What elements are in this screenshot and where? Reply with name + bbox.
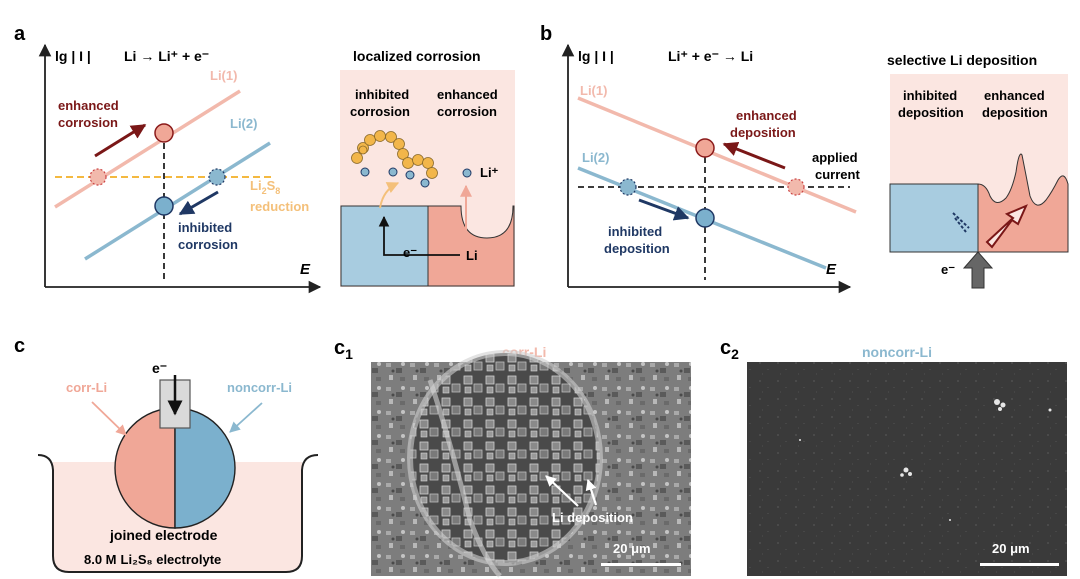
panel-c1-scale-bar [601,563,681,566]
panel-c-electron-label: e⁻ [152,360,167,376]
panel-a: a lg | I | Li → Li⁺ + e⁻ E Li(1) Li(2) e… [14,23,515,294]
panel-b-li1-block [977,153,1069,253]
panel-c1-ridge [427,379,502,578]
panel-b-schematic-title: selective Li deposition [887,52,1037,68]
panel-a-enhanced-label: enhanced corrosion [58,98,122,130]
panel-a-li-plus-label: Li⁺ [480,165,499,180]
panel-b-ylabel: lg | I | [578,48,614,64]
panel-b-reaction: Li⁺ + e⁻ → Li [668,48,753,64]
panel-b-growth-arrow [985,204,1028,249]
panel-a-reduction-label: reduction [250,199,309,214]
panel-a-li2-label: Li(2) [230,116,257,131]
panel-c2: c2 noncorr-Li 20 μm [720,337,1067,576]
panel-c-beaker [37,454,319,573]
panel-b-enhanced-arrow [722,141,786,170]
panel-a-li1-label: Li(1) [210,68,237,83]
panel-c1-arrow-2 [585,478,598,506]
panel-c-noncorr-label: noncorr-Li [227,380,292,395]
panel-a-inhibited-label: inhibited corrosion [178,220,238,252]
panel-b-li2-label: Li(2) [582,150,609,165]
panel-c: c e⁻ corr-Li noncorr-Li joined electrode… [14,335,319,573]
panel-c1: c1 corr-Li Li deposition 20 μm [334,337,691,578]
panel-a-li-ion-2 [388,167,398,177]
panel-c2-scale-label: 20 μm [992,541,1030,556]
panel-a-schematic-title: localized corrosion [353,48,481,64]
panel-c-corr-half [114,407,176,529]
panel-a-left-col-label: inhibited corrosion [350,87,413,119]
panel-b-letter: b [540,23,552,45]
panel-a-li1-line [54,89,241,209]
panel-a-xlabel: E [300,261,311,278]
panel-c-corr-label: corr-Li [66,380,107,395]
panel-b-point-li2-mixed [695,208,715,228]
panel-b: b lg | I | Li⁺ + e⁻ → Li E Li(1) Li(2) e… [540,23,1069,294]
panel-c1-corrosion-pit [410,353,600,563]
panel-a-li-label: Li [466,248,478,263]
panel-b-inhibited-arrow [638,198,690,221]
panel-c2-title: noncorr-Li [862,344,932,360]
panel-c-noncorr-half [174,407,236,529]
panel-a-li-ion-free [462,168,472,178]
panel-c-corr-pointer [91,401,127,436]
panel-a-point-li2-mixed [154,196,174,216]
panel-b-point-li1-mixed [695,138,715,158]
panel-c2-particles [799,399,1052,521]
panel-a-li1-block [427,205,515,287]
panel-c2-scale-bar [980,563,1059,566]
panel-c-electrode-label: joined electrode [109,527,218,543]
panel-b-point-li1-initial [787,178,805,196]
panel-a-right-col-label: enhanced corrosion [437,87,501,119]
panel-b-xlabel: E [826,261,837,278]
panel-a-li2s8-label: Li2S8 [250,178,280,196]
panel-c-letter: c [14,335,25,357]
panel-b-left-col-label: inhibited deposition [898,88,964,120]
panel-a-electron-label: e⁻ [403,245,417,260]
panel-c-noncorr-pointer [229,402,263,433]
panel-a-li-ion-4 [420,178,430,188]
panel-a-reaction: Li → Li⁺ + e⁻ [124,48,209,64]
panel-a-polysulfide-chain [351,130,438,179]
panel-a-enhanced-arrow [94,123,147,158]
panel-a-li-ion-3 [405,170,415,180]
panel-b-li1-label: Li(1) [580,83,607,98]
panel-b-electron-arrow [962,251,994,289]
panel-c1-pit-rim [407,350,603,566]
panel-a-li-ion-1 [360,167,370,177]
panel-b-electron-label: e⁻ [941,262,955,277]
panel-a-point-li2-initial [208,168,226,186]
panel-a-electron-orange-arrow [379,182,400,209]
panel-a-letter: a [14,23,26,45]
panel-c1-annotation: Li deposition [552,510,633,525]
panel-a-point-li1-initial [89,168,107,186]
panel-b-inhibited-label: inhibited deposition [604,224,670,256]
panel-b-li2-block [889,183,979,253]
panel-a-ylabel: lg | I | [55,48,91,64]
panel-b-right-col-label: enhanced deposition [982,88,1048,120]
panel-a-li2-line [84,141,271,261]
panel-c1-scale-label: 20 μm [613,541,651,556]
panel-b-point-li2-initial [619,178,637,196]
panel-c2-letter: c2 [720,337,739,362]
panel-c1-arrow-1 [545,475,579,507]
panel-b-enhanced-label: enhanced deposition [730,108,800,140]
panel-a-point-li1-mixed [154,123,174,143]
panel-a-electron-path [378,215,460,256]
panel-c1-letter: c1 [334,337,353,362]
panel-b-li1-line [577,96,857,214]
panel-b-applied-label: applied current [812,150,861,182]
panel-b-inhibited-deposit [952,212,970,233]
panel-a-inhibited-arrow [178,190,219,216]
